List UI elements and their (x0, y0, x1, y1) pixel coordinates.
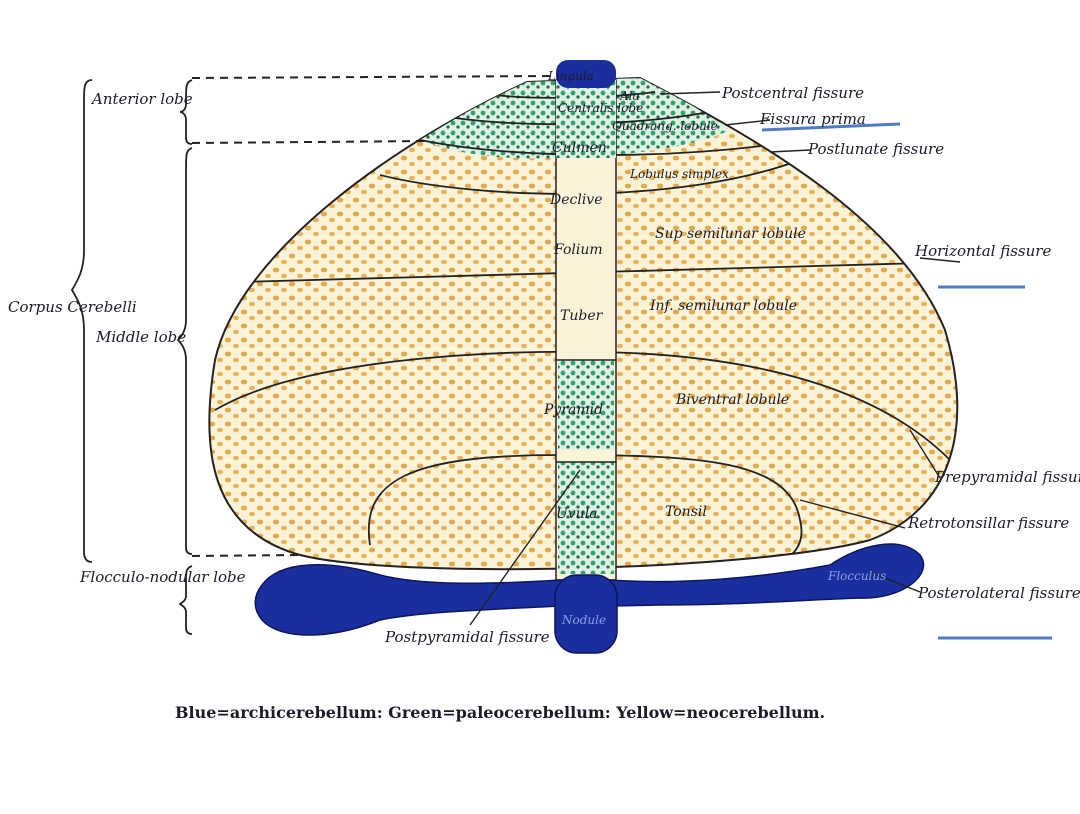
inf-semilunar-label: Inf. semilunar lobule (649, 298, 797, 314)
archicerebellum-structures (254, 60, 925, 654)
postcentral-fissure-label: Postcentral fissure (721, 84, 864, 102)
lingula-label: Lingula (547, 69, 594, 83)
horizontal-fissure-label: Horizontal fissure (914, 242, 1051, 260)
posterolateral-fissure-label: Posterolateral fissure (917, 584, 1080, 602)
declive-label: Declive (549, 192, 603, 208)
middle-lobe-label: Middle lobe (95, 328, 186, 346)
flocculonodular-lobe-label: Flocculo-nodular lobe (79, 568, 246, 586)
tonsil-label: Tonsil (665, 504, 707, 520)
blue-underlines (761, 122, 1052, 640)
tuber-label: Tuber (560, 308, 604, 324)
uvula-label: Uvula (556, 506, 598, 522)
postlunate-fissure-label: Postlunate fissure (807, 140, 944, 158)
prepyramidal-fissure-label: Prepyramidal fissure (934, 468, 1080, 486)
centralis-label: Centralis lobe (558, 101, 643, 115)
lobulus-simplex-label: Lobulus simplex (629, 167, 729, 181)
vermis-column (555, 79, 617, 581)
folium-label: Folium (553, 242, 603, 258)
postpyramidal-fissure-label: Postpyramidal fissure (384, 628, 550, 646)
leader-lines (469, 91, 961, 626)
fissura-prima-label: Fissura prima (759, 110, 866, 128)
dashed-guides (191, 75, 557, 557)
flocculus-label: Flocculus (827, 569, 886, 583)
corpus-cerebelli-label: Corpus Cerebelli (8, 298, 137, 316)
culmen-label: Culmen (552, 140, 607, 156)
sup-semilunar-label: Sup semilunar lobule (655, 226, 806, 242)
ala-label: Ala (619, 89, 640, 103)
bracket-lines (70, 79, 193, 635)
biventral-label: Biventral lobule (675, 392, 789, 408)
anterior-lobe-label: Anterior lobe (90, 90, 193, 108)
retrotonsillar-fissure-label: Retrotonsillar fissure (907, 514, 1069, 532)
quadrangular-label: Quadrang. lobule (612, 119, 718, 133)
nodule-label: Nodule (561, 613, 606, 627)
pyramid-label: Pyramid (543, 402, 603, 418)
legend-caption: Blue=archicerebellum: Green=paleocerebel… (175, 703, 825, 722)
